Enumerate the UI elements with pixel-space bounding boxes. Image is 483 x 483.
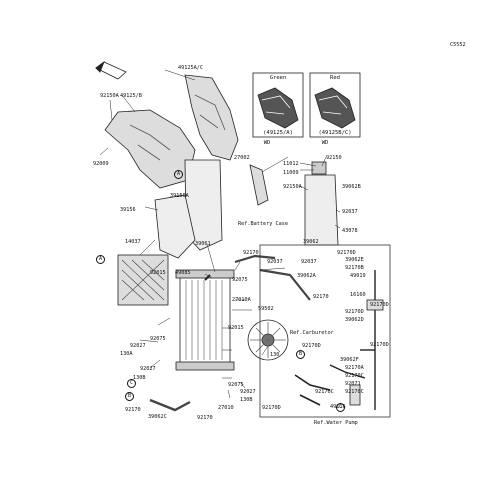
hose-49085 <box>204 274 211 281</box>
part-label: 39156A <box>170 193 189 199</box>
ref-water-pump: Ref.Water Pump <box>314 420 358 426</box>
part-label: 92170D <box>345 309 364 315</box>
part-label: 49125A/C <box>178 65 203 71</box>
part-label: 92071 <box>345 381 361 387</box>
callout-a: A <box>174 170 183 179</box>
part-label: 92170 <box>243 250 259 256</box>
part-label: 49125/B <box>120 93 142 99</box>
part-label: 92170A <box>345 365 364 371</box>
part-label: 39062E <box>345 257 364 263</box>
inset-red-caption: (49125B/C) <box>318 130 352 136</box>
part-label: 92170D <box>337 250 356 256</box>
callout-c: C <box>127 379 136 388</box>
callout-c: C <box>336 403 345 412</box>
part-label: 39062A <box>297 273 316 279</box>
part-label: 92170D <box>370 342 389 348</box>
part-label: 92075 <box>228 382 244 388</box>
part-label: 39062F <box>340 357 359 363</box>
part-label: 49019 <box>350 273 366 279</box>
part-label: 92170D <box>302 343 321 349</box>
part-label: 92037 <box>267 259 283 265</box>
part-label: 92170D <box>262 405 281 411</box>
part-label: 92170 <box>197 415 213 421</box>
part-label: 130 <box>270 352 280 358</box>
ref-battery-case: Ref.Battery Case <box>238 221 288 227</box>
inset-green-color: Green <box>269 75 287 81</box>
part-label: 92170D <box>370 302 389 308</box>
part-label: 59502 <box>258 306 274 312</box>
callout-b: B <box>125 392 134 401</box>
hose-39062a <box>259 268 311 301</box>
reservoir-tank <box>304 174 339 246</box>
part-label: 39062B <box>342 184 361 190</box>
part-label: 92170B <box>345 265 364 271</box>
ref-carburetor: Ref.Carburetor <box>290 330 334 336</box>
part-label: 92150A <box>100 93 119 99</box>
part-label: 92037 <box>342 209 358 215</box>
part-label: 11012 <box>283 161 299 167</box>
part-label: 92170C <box>345 389 364 395</box>
panel-box <box>259 244 391 418</box>
part-label: 92009 <box>93 161 109 167</box>
part-label: 43078 <box>342 228 358 234</box>
part-label: 92015 <box>228 325 244 331</box>
part-label: 39062 <box>303 239 319 245</box>
part-label: 92150A <box>283 184 302 190</box>
part-label: 49116 <box>330 404 346 410</box>
part-label: 39156 <box>120 207 136 213</box>
radiator <box>179 274 231 366</box>
inset-red-sub: WD <box>321 140 329 146</box>
part-label: 92170C <box>345 373 364 379</box>
part-label: 27010A <box>232 297 251 303</box>
part-label: 92170C <box>315 389 334 395</box>
part-label: 92027 <box>240 389 256 395</box>
hose-39062 <box>234 254 276 264</box>
part-label: 92027 <box>140 366 156 372</box>
inset-green-caption: (49125/A) <box>263 130 293 136</box>
part-label: 130B <box>133 375 146 381</box>
part-label: 130A <box>120 351 133 357</box>
part-label: 39062D <box>345 317 364 323</box>
part-label: 92075 <box>150 336 166 342</box>
part-label: 27002 <box>234 155 250 161</box>
part-label: 92015 <box>150 270 166 276</box>
part-label: 16160 <box>350 292 366 298</box>
hose-39062c <box>149 398 191 412</box>
bracket <box>249 164 269 206</box>
callout-b: B <box>296 350 305 359</box>
part-label: 130B <box>240 397 253 403</box>
part-label: 92170 <box>313 294 329 300</box>
part-label: 92170 <box>125 407 141 413</box>
front-arrow-icon <box>95 60 127 80</box>
part-label: 39062C <box>148 414 167 420</box>
inset-red-color: Red <box>330 75 340 81</box>
part-label: 27010 <box>218 405 234 411</box>
part-label: 14037 <box>125 239 141 245</box>
part-label: 92037 <box>301 259 317 265</box>
part-label: 92027 <box>130 343 146 349</box>
callout-a: A <box>96 255 105 264</box>
part-label: 92075 <box>232 277 248 283</box>
part-label: 92150 <box>326 155 342 161</box>
part-label: 39061 <box>195 241 211 247</box>
part-label: 49085 <box>175 270 191 276</box>
part-label: 11009 <box>283 170 299 176</box>
diagram-code: C5552 <box>450 42 466 48</box>
inset-green-sub: WD <box>263 140 271 146</box>
